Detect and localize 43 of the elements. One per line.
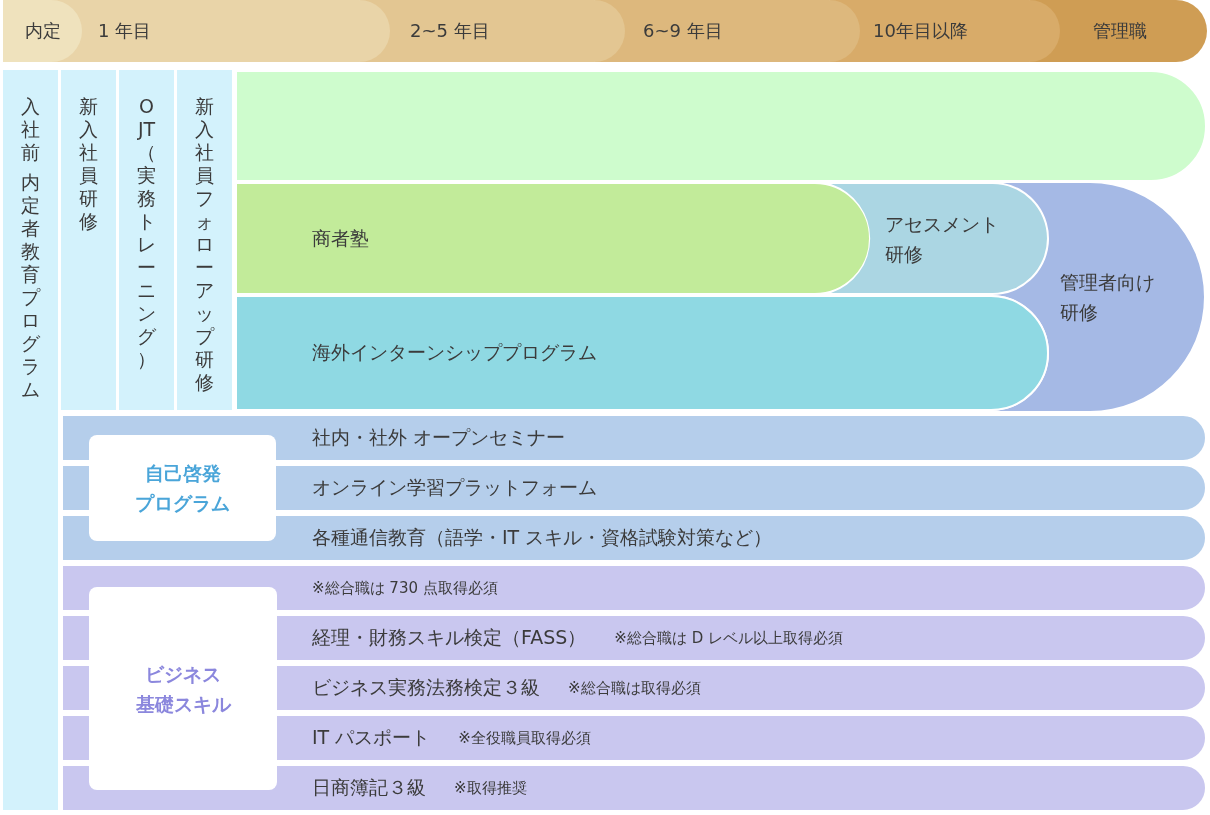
requirement-note: ※総合職は取得必須 (568, 678, 701, 698)
program-column (119, 70, 174, 410)
program-name: アセスメント研修 (885, 211, 1000, 267)
requirement-note: ※全役職員取得必須 (458, 728, 591, 748)
program-row (61, 414, 1207, 462)
column-label: 新入社員フォローアップ研修 (194, 95, 215, 394)
category-label: 自己啓発プログラム (134, 461, 231, 516)
program-name: 日商簿記３級 (312, 776, 426, 800)
timeline-label: 1 年目 (98, 19, 152, 43)
category-label: ビジネス基礎スキル (134, 661, 232, 717)
column-label: OJT（実務トレーニング） (136, 95, 157, 371)
timeline-label: 10年目以降 (873, 19, 968, 43)
program-row (61, 514, 1207, 562)
program-name: 海外インターンシッププログラム (312, 341, 597, 365)
column-label: 内定者教育プログラム (20, 171, 41, 401)
program-name: 各種通信教育（語学・IT スキル・資格試験対策など） (312, 526, 773, 550)
program-name: 管理者向け研修 (1060, 270, 1156, 325)
program-name: ビジネス実務法務検定３級 (312, 676, 540, 700)
program-row (61, 764, 1207, 812)
program-name: 経理・財務スキル検定（FASS） (312, 626, 587, 650)
requirement-note: ※総合職は 730 点取得必須 (312, 578, 498, 598)
program-band (235, 70, 1207, 182)
category-box (89, 587, 277, 790)
timeline-label: 管理職 (1093, 19, 1147, 43)
program-row (61, 564, 1207, 612)
column-label: 新入社員研修 (78, 95, 99, 233)
timeline-label: 6~9 年目 (643, 19, 723, 43)
category-box (89, 435, 276, 541)
column-label: 入社前 (20, 95, 41, 164)
program-column (61, 70, 116, 410)
program-band (235, 295, 1049, 411)
program-column (177, 70, 232, 410)
program-name: IT パスポート (312, 726, 431, 750)
timeline-segment (3, 0, 82, 62)
program-name: オンライン学習プラットフォーム (312, 476, 597, 500)
requirement-note: ※総合職は D レベル以上取得必須 (614, 628, 843, 648)
timeline-label: 内定 (24, 19, 61, 43)
program-name: 商者塾 (312, 226, 369, 251)
program-name: 社内・社外 オープンセミナー (312, 426, 566, 450)
timeline-label: 2~5 年目 (410, 19, 490, 43)
requirement-note: ※取得推奨 (454, 778, 527, 798)
program-column (3, 70, 58, 810)
program-band (235, 182, 871, 295)
